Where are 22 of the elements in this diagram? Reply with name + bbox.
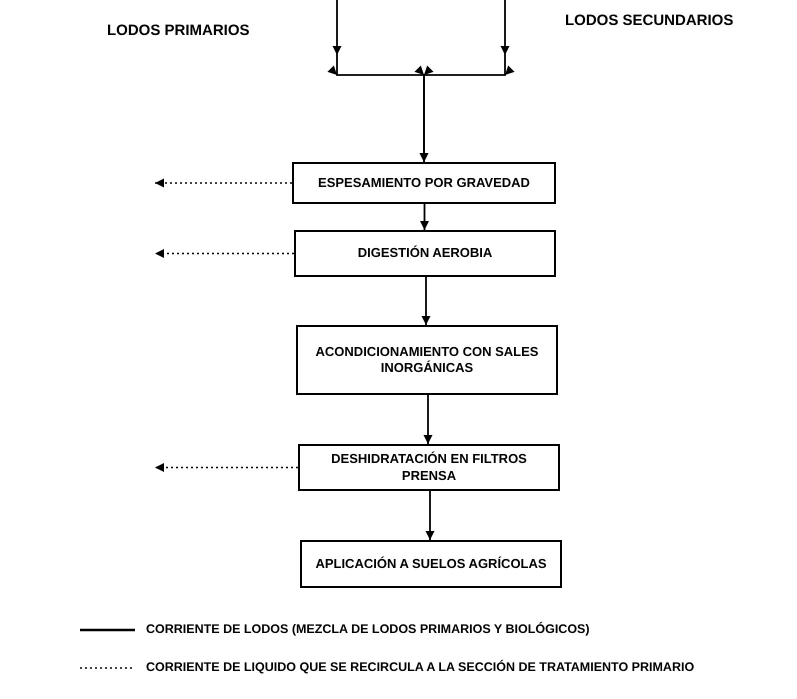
dotted-arrow [155, 249, 294, 258]
arrow [424, 395, 432, 444]
process-label: APLICACIÓN A SUELOS AGRÍCOLAS [315, 556, 547, 572]
arrow [426, 491, 434, 540]
arrow [420, 0, 514, 162]
process-label: DIGESTIÓN AEROBIA [358, 245, 492, 262]
stream-label: LODOS SECUNDARIOS [565, 12, 734, 29]
process-label: ESPESAMIENTO POR GRAVEDAD [318, 174, 530, 192]
process-label: ACONDICIONAMIENTO CON SALES INORGÁNICAS [314, 344, 540, 376]
arrow [420, 204, 429, 230]
process-box [294, 230, 556, 277]
process-box [298, 444, 560, 491]
stream-label: LODOS PRIMARIOS [107, 22, 250, 39]
legend-text: CORRIENTE DE LODOS (MEZCLA DE LODOS PRIMARIOS Y BIOLÓGICOS) [146, 622, 591, 637]
process-box [300, 540, 562, 588]
process-box [292, 162, 556, 204]
dotted-arrow [155, 463, 298, 472]
process-label: DESHIDRATACIÓN EN FILTROS PRENSA [330, 451, 528, 484]
arrow [422, 277, 430, 325]
dotted-arrow [155, 178, 292, 188]
legend-text: CORRIENTE DE LIQUIDO QUE SE RECIRCULA A LA SECCIÓN DE TRATAMIENTO PRIMARIO [146, 660, 696, 675]
process-box [296, 325, 558, 395]
